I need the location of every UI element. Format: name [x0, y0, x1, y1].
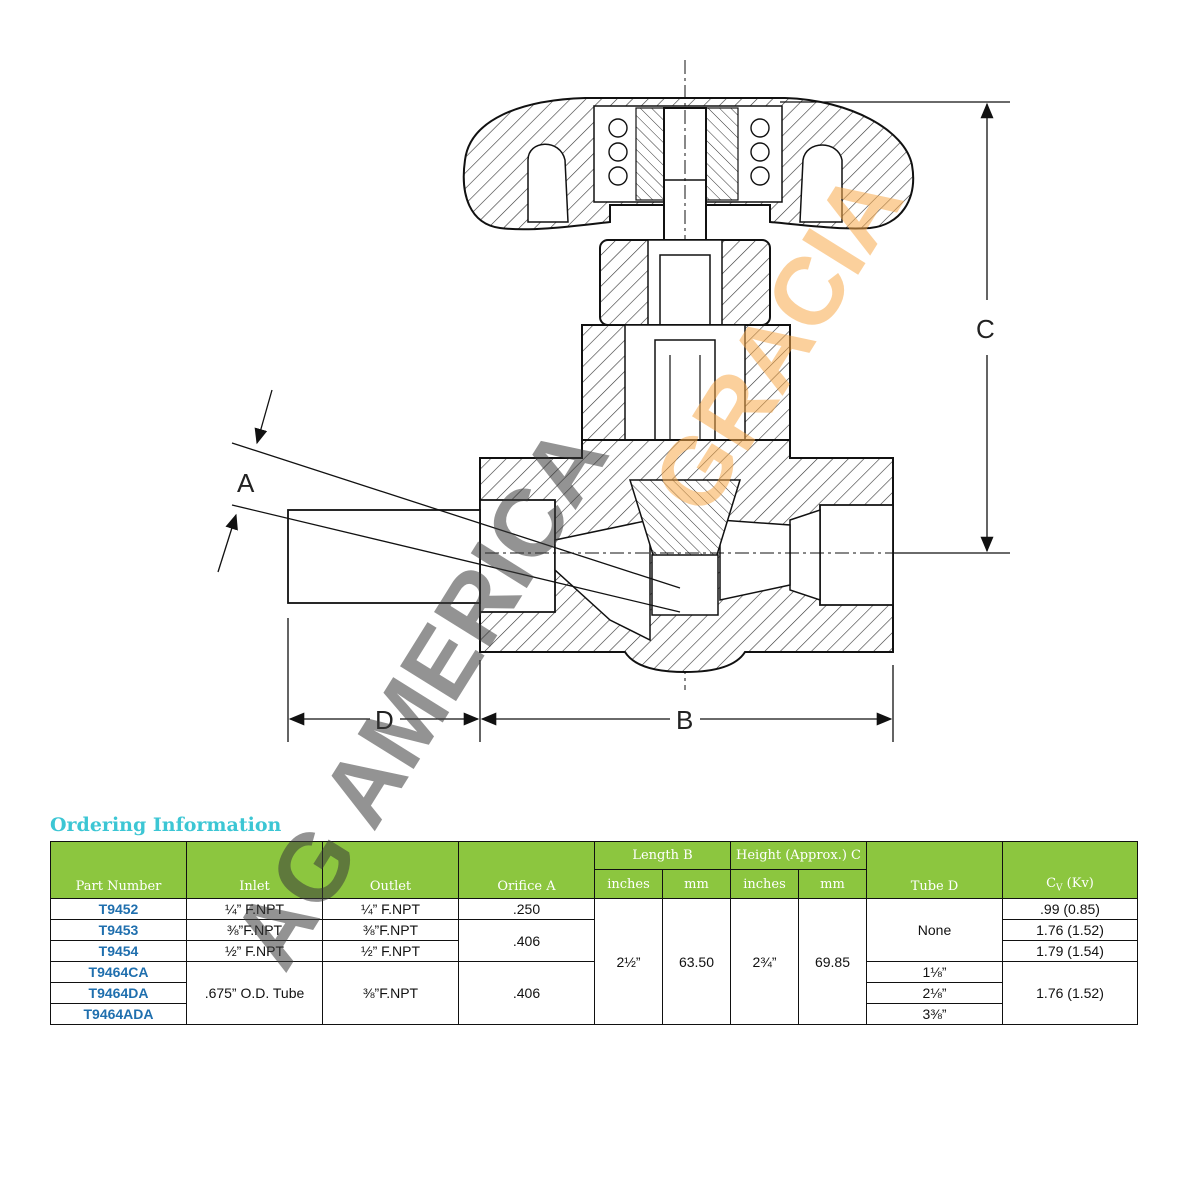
outlet-cell: ½” F.NPT — [322, 940, 459, 962]
header-height-inches: inches — [730, 869, 799, 899]
dimension-label-c: C — [976, 314, 995, 344]
outlet-cell: ⅜”F.NPT — [322, 919, 459, 941]
orifice-dimension-a — [217, 389, 681, 613]
tube-cell: 3⅜” — [866, 1003, 1003, 1025]
inlet-cell: ⅜”F.NPT — [186, 919, 323, 941]
header-height-c: Height (Approx.) C — [730, 841, 867, 870]
tube-none-cell: None — [866, 898, 1003, 962]
height-mm-cell: 69.85 — [798, 898, 867, 1025]
height-inches-cell: 2¾” — [730, 898, 799, 1025]
header-inlet: Inlet — [186, 841, 323, 899]
orifice-cell: .250 — [458, 898, 595, 920]
inlet-tube-stub — [287, 509, 481, 604]
header-part-number: Part Number — [50, 841, 187, 899]
table-row: T9464ADA 3⅜” — [50, 1003, 1138, 1025]
inlet-cell: ¼” F.NPT — [186, 898, 323, 920]
header-orifice: Orifice A — [458, 841, 595, 899]
part-number: T9464CA — [50, 961, 187, 983]
header-outlet: Outlet — [322, 841, 459, 899]
table-row: T9464CA .675” O.D. Tube ⅜”F.NPT .406 1⅛”… — [50, 961, 1138, 1025]
table-row: T9464DA 2⅛” — [50, 982, 1138, 1004]
table-row: T9452 ¼” F.NPT ¼” F.NPT .250 2½” 63.50 2… — [50, 898, 1138, 1025]
height-dimension-c — [780, 101, 1010, 554]
outlet-cell: ⅜”F.NPT — [322, 961, 459, 1025]
length-inches-cell: 2½” — [594, 898, 663, 1025]
table-row: T9454 ½” F.NPT ½” F.NPT 1.79 (1.54) — [50, 940, 1138, 962]
length-dimensions-b-d — [287, 618, 894, 742]
ordering-information-title: Ordering Information — [50, 814, 282, 836]
orifice-cell: .406 — [458, 919, 595, 962]
length-mm-cell: 63.50 — [662, 898, 731, 1025]
tube-cell: 1⅛” — [866, 961, 1003, 983]
part-number: T9464DA — [50, 982, 187, 1004]
dimension-label-d: D — [375, 705, 394, 735]
header-length-b: Length B — [594, 841, 731, 870]
orifice-cell: .406 — [458, 961, 595, 1025]
cv-cell: 1.76 (1.52) — [1002, 961, 1138, 1025]
bonnet-body — [581, 324, 791, 461]
inlet-cell: .675” O.D. Tube — [186, 961, 323, 1025]
cv-cell: 1.79 (1.54) — [1002, 940, 1138, 962]
tube-cell: 2⅛” — [866, 982, 1003, 1004]
part-number: T9464ADA — [50, 1003, 187, 1025]
cv-cell: 1.76 (1.52) — [1002, 919, 1138, 941]
ordering-table: Part Number Inlet Outlet Orifice A Lengt… — [50, 841, 1138, 1025]
header-tube-d: Tube D — [866, 841, 1003, 899]
part-number: T9452 — [50, 898, 187, 920]
header-length-inches: inches — [594, 869, 663, 899]
dimension-label-b: B — [676, 705, 693, 735]
valve-cross-section-diagram: A C D B — [217, 60, 1010, 742]
outlet-cell: ¼” F.NPT — [322, 898, 459, 920]
dimension-label-a: A — [237, 468, 255, 498]
header-length-mm: mm — [662, 869, 731, 899]
header-height-mm: mm — [798, 869, 867, 899]
header-cv: CV (Kv) — [1002, 841, 1138, 899]
part-number: T9454 — [50, 940, 187, 962]
part-number: T9453 — [50, 919, 187, 941]
inlet-cell: ½” F.NPT — [186, 940, 323, 962]
cv-cell: .99 (0.85) — [1002, 898, 1138, 920]
valve-body — [460, 439, 910, 674]
